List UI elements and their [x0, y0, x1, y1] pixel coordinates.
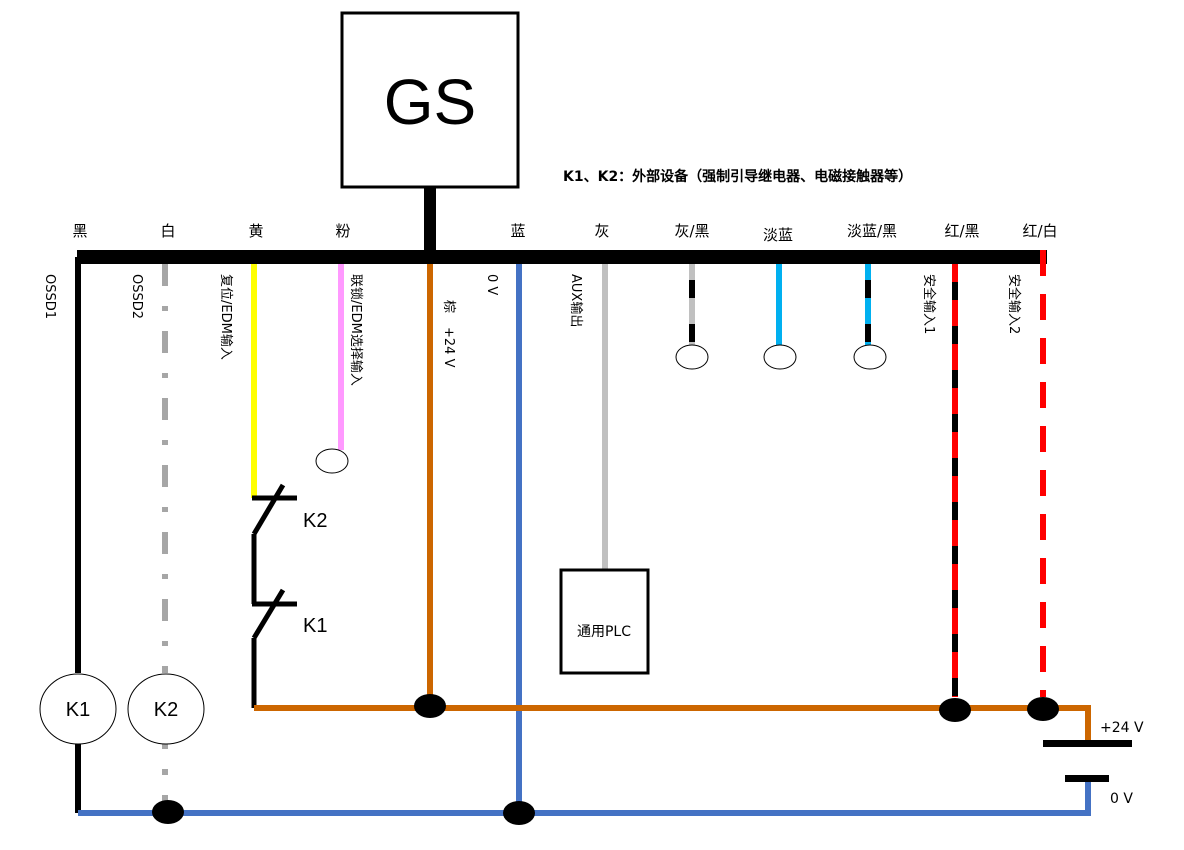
wire-function-label-red-white: 安全输入2	[1006, 274, 1022, 334]
wire-color-label-blue: 蓝	[510, 222, 525, 240]
brown-voltage-text: +24 V	[441, 327, 456, 368]
gs-device-label: GS	[384, 66, 476, 138]
contact-k2	[251, 483, 297, 604]
wire-color-label-yellow: 黄	[248, 222, 263, 240]
contact-k1	[251, 588, 297, 708]
junction-dot-brown	[414, 694, 446, 718]
wire-color-label-red-white: 红/白	[1022, 222, 1057, 240]
wire-plus24-bus	[254, 705, 1091, 745]
power-positive-label: +24 V	[1100, 720, 1144, 736]
cable-bus	[77, 250, 1047, 264]
relay-coil-k2	[127, 673, 205, 745]
junction-dot-blue	[503, 801, 535, 825]
wire-function-label-white: OSSD2	[129, 274, 144, 319]
wire-function-label-pink: 联锁/EDM选择输入	[348, 274, 364, 386]
wire-color-label-pink: 粉	[335, 222, 350, 240]
wire-color-label-black: 黑	[72, 222, 87, 240]
plc-box	[559, 568, 650, 675]
wire-function-label-brown: 棕 +24 V	[441, 300, 456, 368]
power-negative-label: 0 V	[1110, 791, 1133, 807]
relay-coil-k1-label: K1	[66, 699, 90, 721]
wire-function-label-black: OSSD1	[42, 274, 57, 319]
terminal-gray-black	[675, 344, 709, 370]
plc-label: 通用PLC	[577, 624, 631, 640]
terminal-pink	[315, 448, 349, 474]
battery-plate-negative	[1065, 775, 1109, 782]
relay-coil-k1	[39, 673, 117, 745]
contact-k2-label: K2	[303, 510, 327, 532]
contact-k1-label: K1	[303, 615, 327, 637]
gs-device-box	[340, 11, 520, 189]
battery-plate-positive	[1043, 740, 1132, 747]
wire-color-label-gray-black: 灰/黑	[674, 222, 709, 240]
terminal-light-blue	[763, 344, 797, 370]
junction-dot-red-white	[1027, 697, 1059, 721]
wire-function-label-gray: AUX输出	[568, 274, 584, 327]
wire-color-label-red-black: 红/黑	[944, 222, 979, 240]
wire-color-label-light-blue: 淡蓝	[763, 226, 793, 244]
relay-coil-k2-label: K2	[154, 699, 178, 721]
wire-color-label-white: 白	[160, 222, 175, 240]
wire-function-label-red-black: 安全输入1	[921, 274, 937, 334]
gs-cable-trunk	[424, 187, 436, 257]
junction-dot-white	[152, 800, 184, 824]
terminal-light-blue-black	[853, 344, 887, 370]
note-text: K1、K2：外部设备（强制引导继电器、电磁接触器等）	[563, 168, 912, 185]
junction-dot-red-black	[939, 698, 971, 722]
wire-color-label-light-blue-black: 淡蓝/黑	[847, 222, 897, 240]
wire-function-label-blue: 0 V	[484, 274, 499, 295]
wire-0v-bus	[78, 777, 1091, 816]
brown-color-text: 棕	[441, 300, 456, 313]
wire-color-label-gray: 灰	[594, 222, 609, 240]
wire-function-label-yellow: 复位/EDM输入	[218, 274, 234, 360]
